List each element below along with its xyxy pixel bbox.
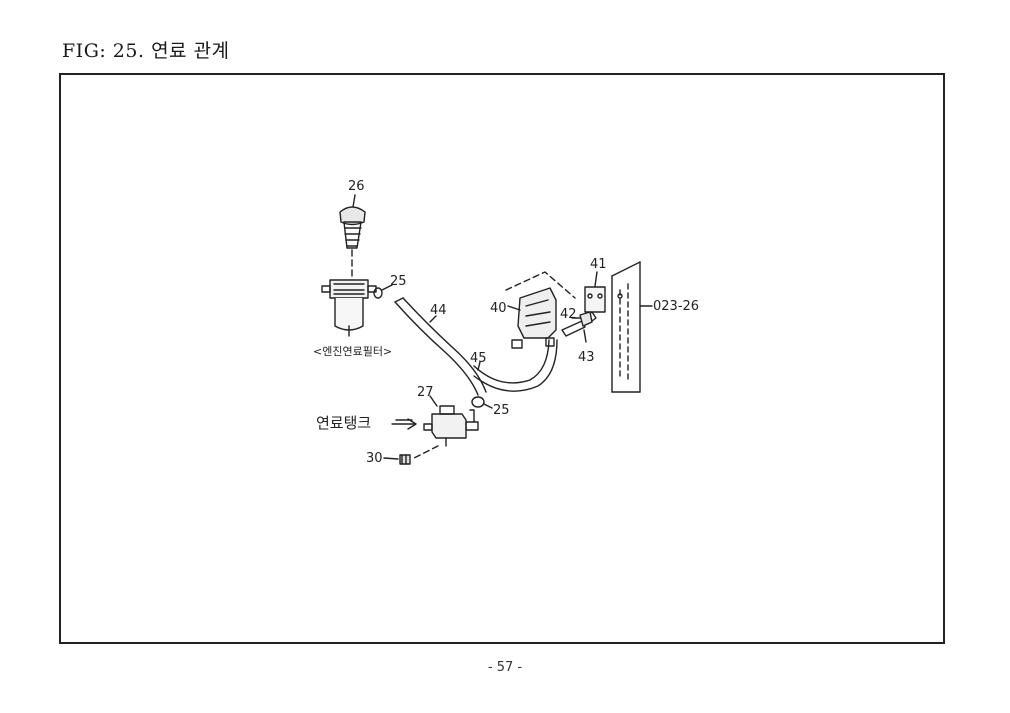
fuel-hose-44-45 [394, 297, 558, 396]
frame-rail-023-26 [611, 261, 653, 393]
callout-40: 40 [490, 301, 507, 316]
callout-42: 42 [560, 307, 577, 322]
part-25-clamp [471, 396, 493, 409]
callout-30: 30 [366, 451, 383, 466]
page-number: - 57 - [487, 660, 523, 675]
part-27-fuel-cock [413, 395, 479, 459]
fuel-tank-label: 연료탱크 [316, 414, 371, 432]
part-40-fuel-pump [505, 271, 576, 349]
callout-25-top: 25 [390, 274, 407, 289]
part-41-bracket [584, 271, 606, 313]
diagram-frame [59, 73, 945, 644]
callout-44: 44 [430, 303, 447, 318]
callout-27: 27 [417, 385, 434, 400]
callout-45: 45 [470, 351, 487, 366]
callout-26: 26 [348, 179, 365, 194]
part-26-bolt [339, 194, 366, 277]
page-title: FIG: 25. 연료 관계 [62, 40, 230, 62]
callout-25-bottom: 25 [493, 403, 510, 418]
callout-43: 43 [578, 350, 595, 365]
filter-caption: <엔진연료필터> [313, 345, 392, 358]
part-43-bolt [561, 311, 593, 343]
engine-fuel-filter [321, 279, 383, 337]
part-30-screw [383, 454, 411, 465]
callout-023-26: 023-26 [653, 299, 699, 314]
fuel-tank-arrow-icon [391, 418, 417, 430]
callout-41: 41 [590, 257, 607, 272]
